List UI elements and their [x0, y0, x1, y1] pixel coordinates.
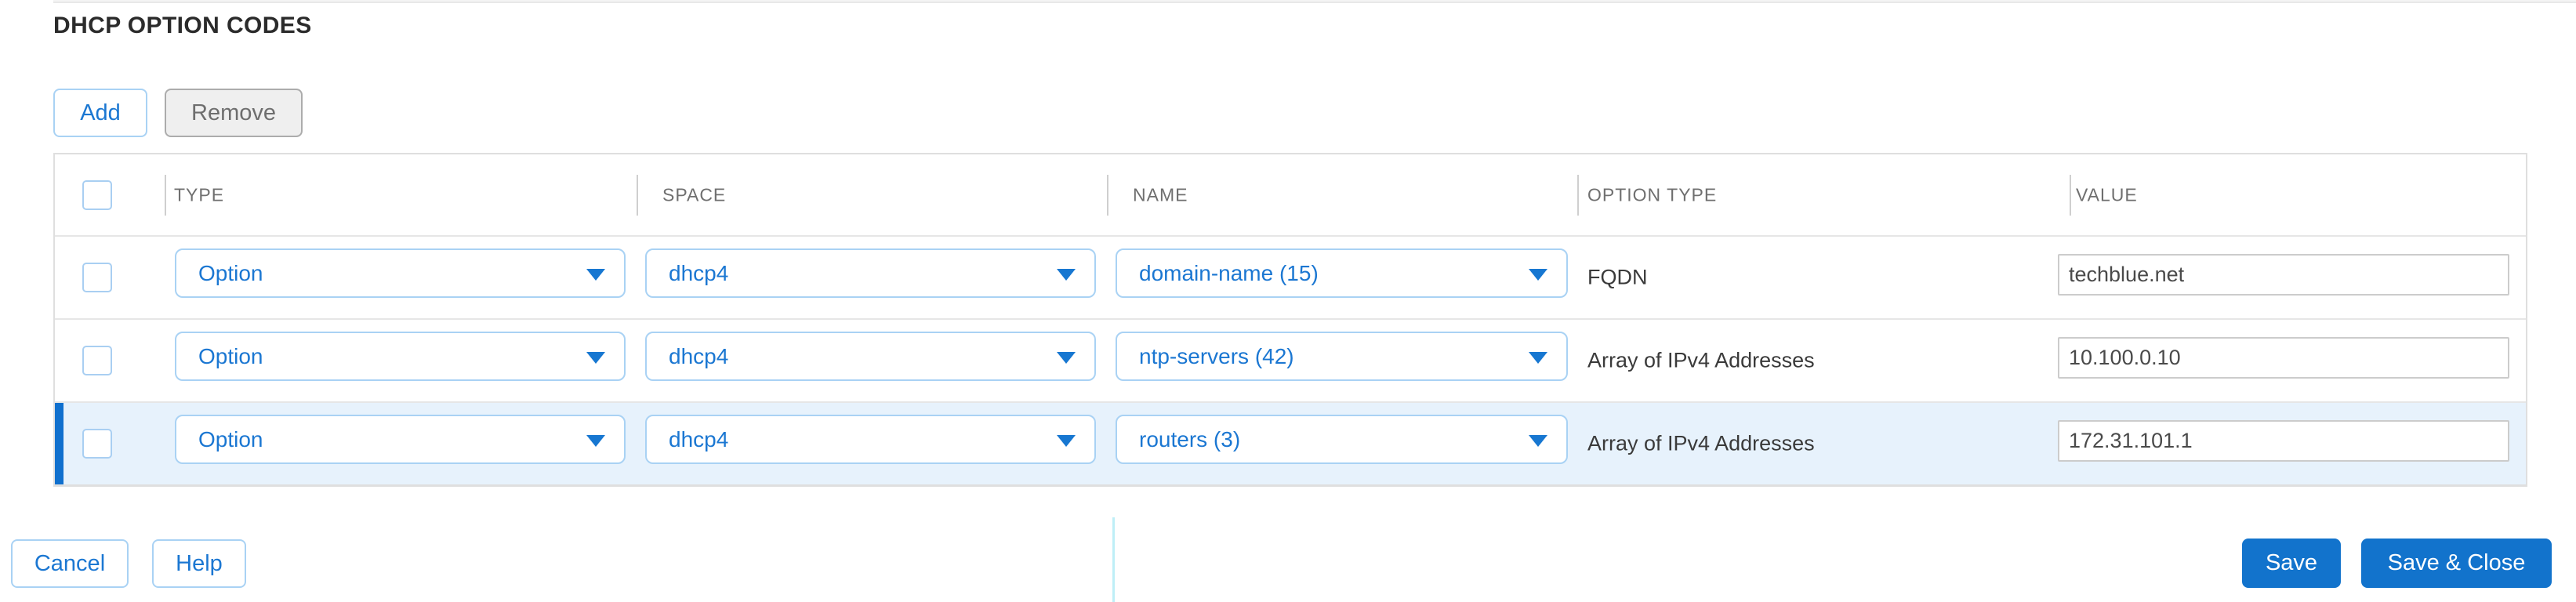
- name-select-value: routers (3): [1139, 426, 1241, 452]
- header-divider: [2070, 175, 2071, 216]
- caret-down-icon: [1529, 268, 1547, 281]
- space-select-value: dhcp4: [669, 343, 729, 368]
- option-type-text: Array of IPv4 Addresses: [1587, 431, 1815, 455]
- selected-row-indicator-bar: [55, 403, 63, 484]
- value-input[interactable]: [2058, 420, 2509, 462]
- column-header-option-type: OPTION TYPE: [1587, 184, 1718, 205]
- name-select[interactable]: routers (3): [1116, 415, 1568, 464]
- footer-right-actions: Save Save & Close: [2242, 539, 2552, 588]
- caret-down-icon: [1529, 351, 1547, 364]
- name-select[interactable]: ntp-servers (42): [1116, 332, 1568, 381]
- type-select[interactable]: Option: [175, 248, 626, 298]
- divider-line: [1112, 517, 1115, 602]
- toolbar: Add Remove: [53, 89, 303, 137]
- caret-down-icon: [1057, 268, 1076, 281]
- select-all-checkbox[interactable]: [82, 180, 112, 210]
- space-select[interactable]: dhcp4: [645, 415, 1096, 464]
- header-divider: [1577, 175, 1579, 216]
- top-divider: [53, 0, 2576, 3]
- name-select-value: domain-name (15): [1139, 260, 1319, 285]
- column-header-type: TYPE: [174, 184, 225, 205]
- caret-down-icon: [1057, 351, 1076, 364]
- space-select[interactable]: dhcp4: [645, 332, 1096, 381]
- table-row: Option dhcp4 domain-name (15) FQDN: [55, 235, 2526, 318]
- header-divider: [165, 175, 166, 216]
- cancel-button[interactable]: Cancel: [11, 539, 129, 588]
- header-divider: [1107, 175, 1108, 216]
- option-type-text: Array of IPv4 Addresses: [1587, 348, 1815, 372]
- space-select[interactable]: dhcp4: [645, 248, 1096, 298]
- page-title: DHCP OPTION CODES: [53, 13, 312, 38]
- value-input[interactable]: [2058, 337, 2509, 379]
- add-button[interactable]: Add: [53, 89, 147, 137]
- type-select-value: Option: [198, 343, 263, 368]
- value-input[interactable]: [2058, 254, 2509, 296]
- option-type-text: FQDN: [1587, 265, 1648, 289]
- type-select[interactable]: Option: [175, 332, 626, 381]
- row-checkbox[interactable]: [82, 263, 112, 292]
- row-checkbox[interactable]: [82, 346, 112, 375]
- table-header-row: TYPE SPACE NAME OPTION TYPE VALUE: [55, 154, 2526, 235]
- footer-left-actions: Cancel Help: [11, 539, 246, 588]
- help-button[interactable]: Help: [152, 539, 246, 588]
- row-checkbox[interactable]: [82, 429, 112, 459]
- caret-down-icon: [586, 351, 605, 364]
- header-divider: [637, 175, 638, 216]
- caret-down-icon: [1057, 434, 1076, 447]
- save-and-close-button[interactable]: Save & Close: [2361, 539, 2552, 588]
- caret-down-icon: [586, 268, 605, 281]
- save-button[interactable]: Save: [2242, 539, 2341, 588]
- type-select-value: Option: [198, 426, 263, 452]
- remove-button[interactable]: Remove: [165, 89, 303, 137]
- name-select[interactable]: domain-name (15): [1116, 248, 1568, 298]
- space-select-value: dhcp4: [669, 426, 729, 452]
- type-select[interactable]: Option: [175, 415, 626, 464]
- type-select-value: Option: [198, 260, 263, 285]
- column-header-space: SPACE: [662, 184, 727, 205]
- table-row-selected: Option dhcp4 routers (3) Array of IPv4 A…: [55, 401, 2526, 484]
- caret-down-icon: [1529, 434, 1547, 447]
- caret-down-icon: [586, 434, 605, 447]
- dhcp-options-table: TYPE SPACE NAME OPTION TYPE VALUE Option…: [53, 153, 2527, 487]
- column-header-name: NAME: [1133, 184, 1188, 205]
- name-select-value: ntp-servers (42): [1139, 343, 1294, 368]
- table-row: Option dhcp4 ntp-servers (42) Array of I…: [55, 318, 2526, 401]
- column-header-value: VALUE: [2076, 184, 2138, 205]
- space-select-value: dhcp4: [669, 260, 729, 285]
